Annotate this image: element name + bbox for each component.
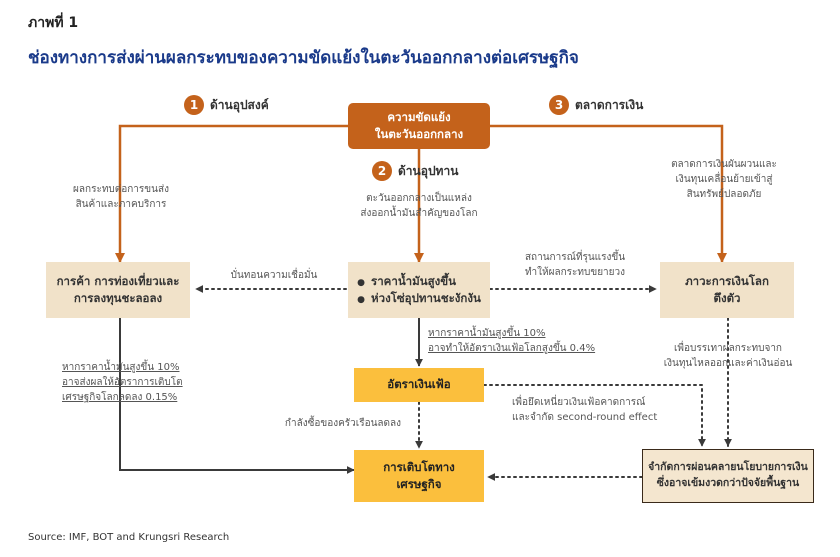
- inflation-to-policy-arrow: [483, 384, 706, 447]
- step-number-badge: 3: [549, 95, 569, 115]
- step-supply: 2 ด้านอุปทาน: [372, 161, 458, 181]
- escalation-note: สถานการณ์ที่รุนแรงขึ้น ทำให้ผลกระทบขยายว…: [508, 250, 642, 280]
- note-line: ตะวันออกกลางเป็นแหล่ง: [366, 193, 472, 204]
- box-line: ตึงตัว: [713, 291, 741, 305]
- market-channel-line: [490, 124, 727, 263]
- note-line: ส่งออกน้ำมันสำคัญของโลก: [360, 208, 478, 219]
- note-line: เพื่อบรรเทาผลกระทบจาก: [674, 343, 782, 354]
- note-line: เงินทุนเคลื่อนย้ายเข้าสู่: [675, 174, 773, 185]
- finance-box: ภาวะการเงินโลกตึงตัว: [660, 262, 794, 318]
- growth-effect-note: หากราคาน้ำมันสูงขึ้น 10% อาจส่งผลให้อัตร…: [62, 360, 183, 405]
- diagram-title: ช่องทางการส่งผ่านผลกระทบของความขัดแย้งใน…: [28, 48, 579, 68]
- box-line: การลงทุนชะลอลง: [73, 291, 163, 305]
- expectations-note: เพื่อยึดเหนี่ยวเงินเฟ้อคาดการณ์ และจำกัด…: [512, 395, 657, 425]
- note-line: อาจส่งผลให้อัตราการเติบโต: [62, 377, 183, 388]
- note-line: สถานการณ์ที่รุนแรงขึ้น: [524, 252, 626, 263]
- supply-note: ตะวันออกกลางเป็นแหล่ง ส่งออกน้ำมันสำคัญข…: [344, 191, 494, 221]
- note-line: ทำให้ผลกระทบขยายวง: [524, 267, 626, 278]
- box-line: ในตะวันออกกลาง: [374, 127, 464, 141]
- note-line: เพื่อยึดเหนี่ยวเงินเฟ้อคาดการณ์: [512, 397, 646, 408]
- box-line: การเติบโตทาง: [383, 459, 455, 474]
- step-label: ตลาดการเงิน: [575, 97, 644, 112]
- note-line: ผลกระทบต่อการขนส่ง: [73, 184, 169, 195]
- note-line: ตลาดการเงินผันผวนและ: [671, 159, 777, 170]
- note-line: บั่นทอนความเชื่อมั่น: [230, 270, 318, 281]
- confidence-note: บั่นทอนความเชื่อมั่น: [214, 268, 334, 283]
- trade-to-growth-arrow: [119, 318, 355, 474]
- box-line: ห่วงโซ่อุปทานชะงักงัน: [357, 290, 481, 308]
- note-line: กำลังซื้อของครัวเรือนลดลง: [284, 418, 402, 429]
- step-label: ด้านอุปสงค์: [210, 97, 269, 112]
- note-line: หากราคาน้ำมันสูงขึ้น 10%: [428, 328, 546, 339]
- demand-channel-line: [115, 124, 348, 263]
- source-note: Source: IMF, BOT and Krungsri Research: [28, 532, 230, 543]
- note-line: อาจทำให้อัตราเงินเฟ้อโลกสูงขึ้น 0.4%: [428, 343, 596, 354]
- note-line: เงินทุนไหลออกและค่าเงินอ่อน: [663, 358, 793, 369]
- note-line: สินค้าและภาคบริการ: [75, 199, 167, 210]
- note-line: และจำกัด second-round effect: [512, 412, 658, 423]
- note-line: สินทรัพย์ปลอดภัย: [686, 189, 762, 200]
- box-line: ซึ่งอาจเข้มงวดกว่าปัจจัยพื้นฐาน: [656, 477, 800, 489]
- capital-outflow-note: เพื่อบรรเทาผลกระทบจาก เงินทุนไหลออกและค่…: [662, 341, 794, 371]
- inflation-effect-note: หากราคาน้ำมันสูงขึ้น 10% อาจทำให้อัตราเง…: [428, 326, 595, 356]
- oil-box: ราคาน้ำมันสูงขึ้นห่วงโซ่อุปทานชะงักงัน: [348, 262, 490, 318]
- step-number-badge: 1: [184, 95, 204, 115]
- step-number-badge: 2: [372, 161, 392, 181]
- conflict-box: ความขัดแย้งในตะวันออกกลาง: [348, 103, 490, 149]
- inflation-box: อัตราเงินเฟ้อ: [354, 368, 484, 402]
- step-market: 3 ตลาดการเงิน: [549, 95, 643, 115]
- step-demand: 1 ด้านอุปสงค์: [184, 95, 269, 115]
- growth-box: การเติบโตทางเศรษฐกิจ: [354, 450, 484, 502]
- box-line: เศรษฐกิจ: [396, 477, 442, 491]
- policy-box: จำกัดการผ่อนคลายนโยบายการเงินซึ่งอาจเข้ม…: [642, 449, 814, 503]
- box-line: อัตราเงินเฟ้อ: [387, 377, 451, 392]
- trade-box: การค้า การท่องเที่ยวและการลงทุนชะลอลง: [46, 262, 190, 318]
- box-line: จำกัดการผ่อนคลายนโยบายการเงิน: [648, 461, 808, 474]
- purchasing-note: กำลังซื้อของครัวเรือนลดลง: [278, 416, 408, 431]
- note-line: เศรษฐกิจโลกลดลง 0.15%: [62, 392, 178, 403]
- step-label: ด้านอุปทาน: [398, 163, 459, 178]
- box-line: ภาวะการเงินโลก: [685, 273, 769, 288]
- box-line: ความขัดแย้ง: [387, 109, 451, 124]
- figure-label: ภาพที่ 1: [28, 15, 79, 31]
- box-line: ราคาน้ำมันสูงขึ้น: [357, 273, 456, 291]
- market-note: ตลาดการเงินผันผวนและ เงินทุนเคลื่อนย้ายเ…: [656, 157, 792, 202]
- note-line: หากราคาน้ำมันสูงขึ้น 10%: [62, 362, 180, 373]
- box-line: การค้า การท่องเที่ยวและ: [56, 273, 180, 288]
- demand-note: ผลกระทบต่อการขนส่ง สินค้าและภาคบริการ: [62, 182, 180, 212]
